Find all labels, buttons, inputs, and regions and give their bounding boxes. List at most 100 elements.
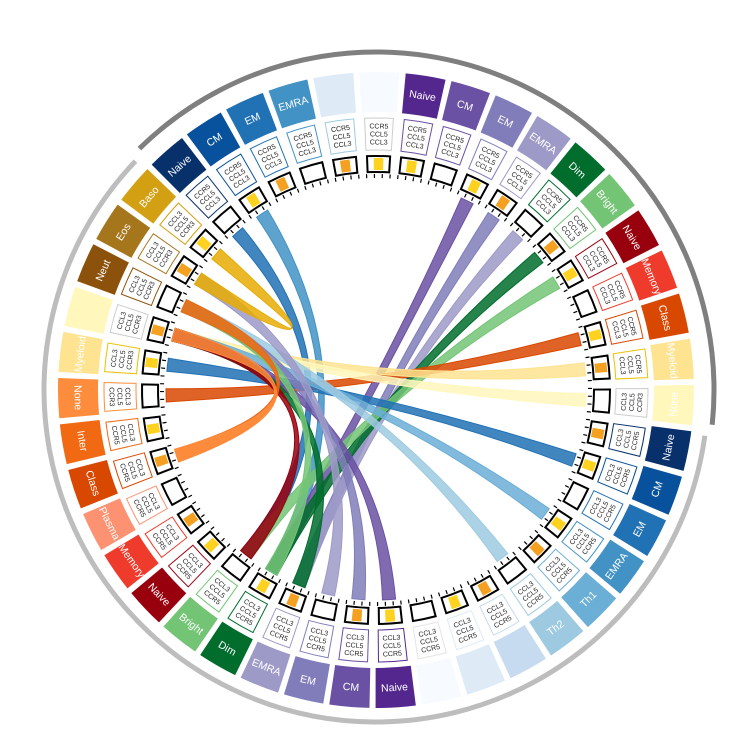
track-tick [551,269,556,273]
chord-link [166,357,577,467]
segment-block [416,657,462,705]
gene-label: CCR5 [305,642,325,653]
track-tick [539,523,544,528]
track-tick [567,296,572,300]
track-tick [427,180,430,185]
segment-block [104,534,159,589]
gene-box [185,175,229,219]
track-tick [326,179,329,184]
track-tick [179,299,184,302]
track-tick [236,224,240,229]
segment-block [480,95,533,148]
segment-block [644,426,692,471]
track-tick [311,183,315,188]
track-tick [282,194,286,199]
segment-block [580,174,635,229]
gene-label: CCL3 [126,423,136,442]
segment-block [529,600,584,656]
segment-block [200,621,253,676]
track-bar [588,329,603,342]
track-bar [405,160,418,174]
track-tick [515,227,520,232]
track-box [409,599,437,623]
gene-label: CCL5 [370,131,388,138]
segment-block [550,142,606,198]
track-tick [506,556,510,561]
track-tick [184,487,189,491]
gene-label: CCL3 [110,349,119,368]
track-tick [570,303,575,307]
track-tick [345,599,348,605]
track-bar [183,512,199,527]
track-tick [553,505,558,509]
gene-box [434,125,472,166]
segment-block [650,338,694,381]
track-tick [226,543,231,548]
segment-block [359,72,400,113]
track-tick [487,569,491,574]
gene-label: CCL5 [345,642,364,650]
track-tick [484,204,488,209]
track-bar [286,592,300,608]
track-tick [271,575,275,580]
track-box [571,288,598,319]
gene-box [377,627,408,663]
segment-block [83,498,136,551]
track-tick [579,449,584,452]
gene-box [159,202,203,246]
gene-label: CCL3 [418,628,437,639]
track-tick [459,584,463,589]
gene-box [400,118,434,156]
track-tick [210,526,215,530]
track-bar [477,580,492,596]
gene-box [446,609,485,651]
segment-ring: NaiveCMEMEMRADimBrightNaiveMemoryClassMy… [58,72,694,708]
track-tick [268,202,272,207]
track-bar [581,458,597,472]
gene-label: CCR5 [331,125,351,135]
track-tick [215,532,220,536]
gene-box [120,267,163,307]
track-bar [543,239,559,255]
gene-box [104,342,141,375]
track-tick [564,485,570,488]
track-tick [218,240,223,245]
track-bar [246,192,261,208]
track-bar [256,578,271,594]
track-tick [449,187,453,192]
track-tick [452,587,456,592]
track-tick [213,246,218,251]
gene-label: CCL5 [332,133,351,142]
track-tick [509,222,514,227]
segment-block [561,572,617,628]
gene-box [467,138,508,181]
gene-label: CCR3 [126,350,135,370]
track-tick [534,529,539,534]
track-tick [529,535,534,540]
track-box [310,598,338,622]
gene-label: CCL3 [298,147,317,159]
gene-box [614,388,649,418]
track-box [513,208,544,239]
segment-block [151,138,207,193]
track-tick [557,498,562,502]
gene-label: CCL3 [610,321,621,340]
gene-label: CCR3 [107,387,114,406]
track-tick [491,208,495,213]
track-tick [257,567,261,572]
segment-block [240,641,291,693]
segment-block [59,420,106,465]
track-tick [561,491,566,495]
gene-label: CCR5 [625,316,636,336]
segment-block [401,73,446,119]
track-tick [319,181,322,186]
track-box [220,552,251,582]
gene-box [574,237,618,279]
gene-box [125,485,169,526]
track-tick [466,581,470,586]
gene-box [338,627,370,663]
segment-block [58,377,100,419]
track-tick [248,214,252,219]
track-tick [407,599,410,604]
gene-label: CCL3 [370,139,388,146]
